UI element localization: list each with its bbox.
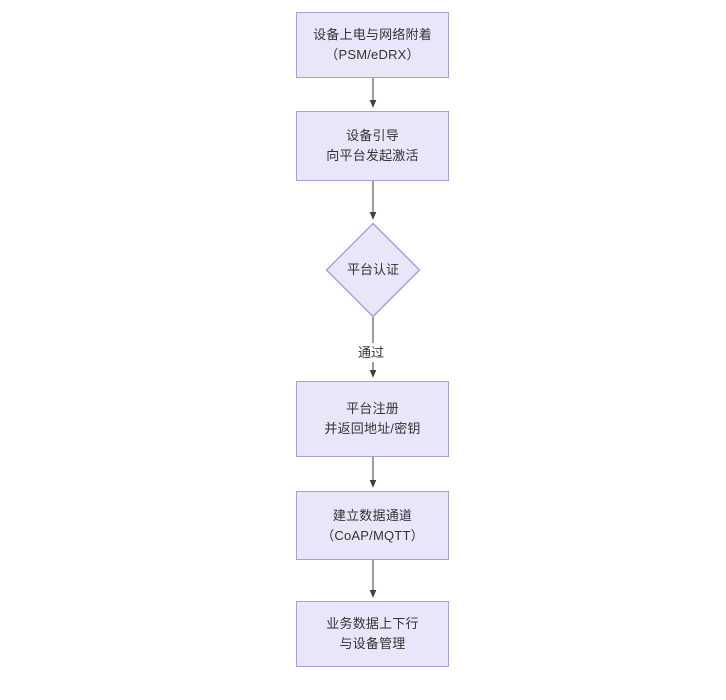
diamond-shape <box>325 222 421 318</box>
node-device-bootstrap[interactable]: 设备引导向平台发起激活 <box>296 111 449 181</box>
node-platform-auth-decision[interactable]: 平台认证 <box>325 222 421 318</box>
node-line-1: 设备引导 <box>346 128 399 143</box>
node-label: 设备引导向平台发起激活 <box>326 126 418 166</box>
node-line-2: 向平台发起激活 <box>326 148 419 163</box>
node-platform-register[interactable]: 平台注册并返回地址/密钥 <box>296 381 449 457</box>
node-line-2: 与设备管理 <box>339 636 406 651</box>
node-line-1: 设备上电与网络附着 <box>313 27 432 42</box>
node-label: 设备上电与网络附着 （PSM/eDRX） <box>313 25 432 65</box>
node-line-2: （PSM/eDRX） <box>325 47 420 62</box>
node-line-1: 平台注册 <box>346 401 399 416</box>
node-line-2: （CoAP/MQTT） <box>321 527 424 543</box>
node-label: 业务数据上下行与设备管理 <box>326 614 418 654</box>
node-label: 平台认证 <box>347 260 399 280</box>
node-establish-data-channel[interactable]: 建立数据通道 （CoAP/MQTT） <box>296 491 449 560</box>
node-line-1: 平台认证 <box>346 262 399 277</box>
node-line-1: 建立数据通道 <box>332 507 413 523</box>
node-label: 建立数据通道 （CoAP/MQTT） <box>321 506 424 546</box>
node-line-2: 并返回地址/密钥 <box>324 421 421 436</box>
node-device-power-on[interactable]: 设备上电与网络附着 （PSM/eDRX） <box>296 12 449 78</box>
node-label: 平台注册并返回地址/密钥 <box>324 399 420 439</box>
edge-label-pass: 通过 <box>355 343 388 362</box>
node-line-1: 业务数据上下行 <box>326 616 419 631</box>
node-business-data-and-device-mgmt[interactable]: 业务数据上下行与设备管理 <box>296 601 449 667</box>
